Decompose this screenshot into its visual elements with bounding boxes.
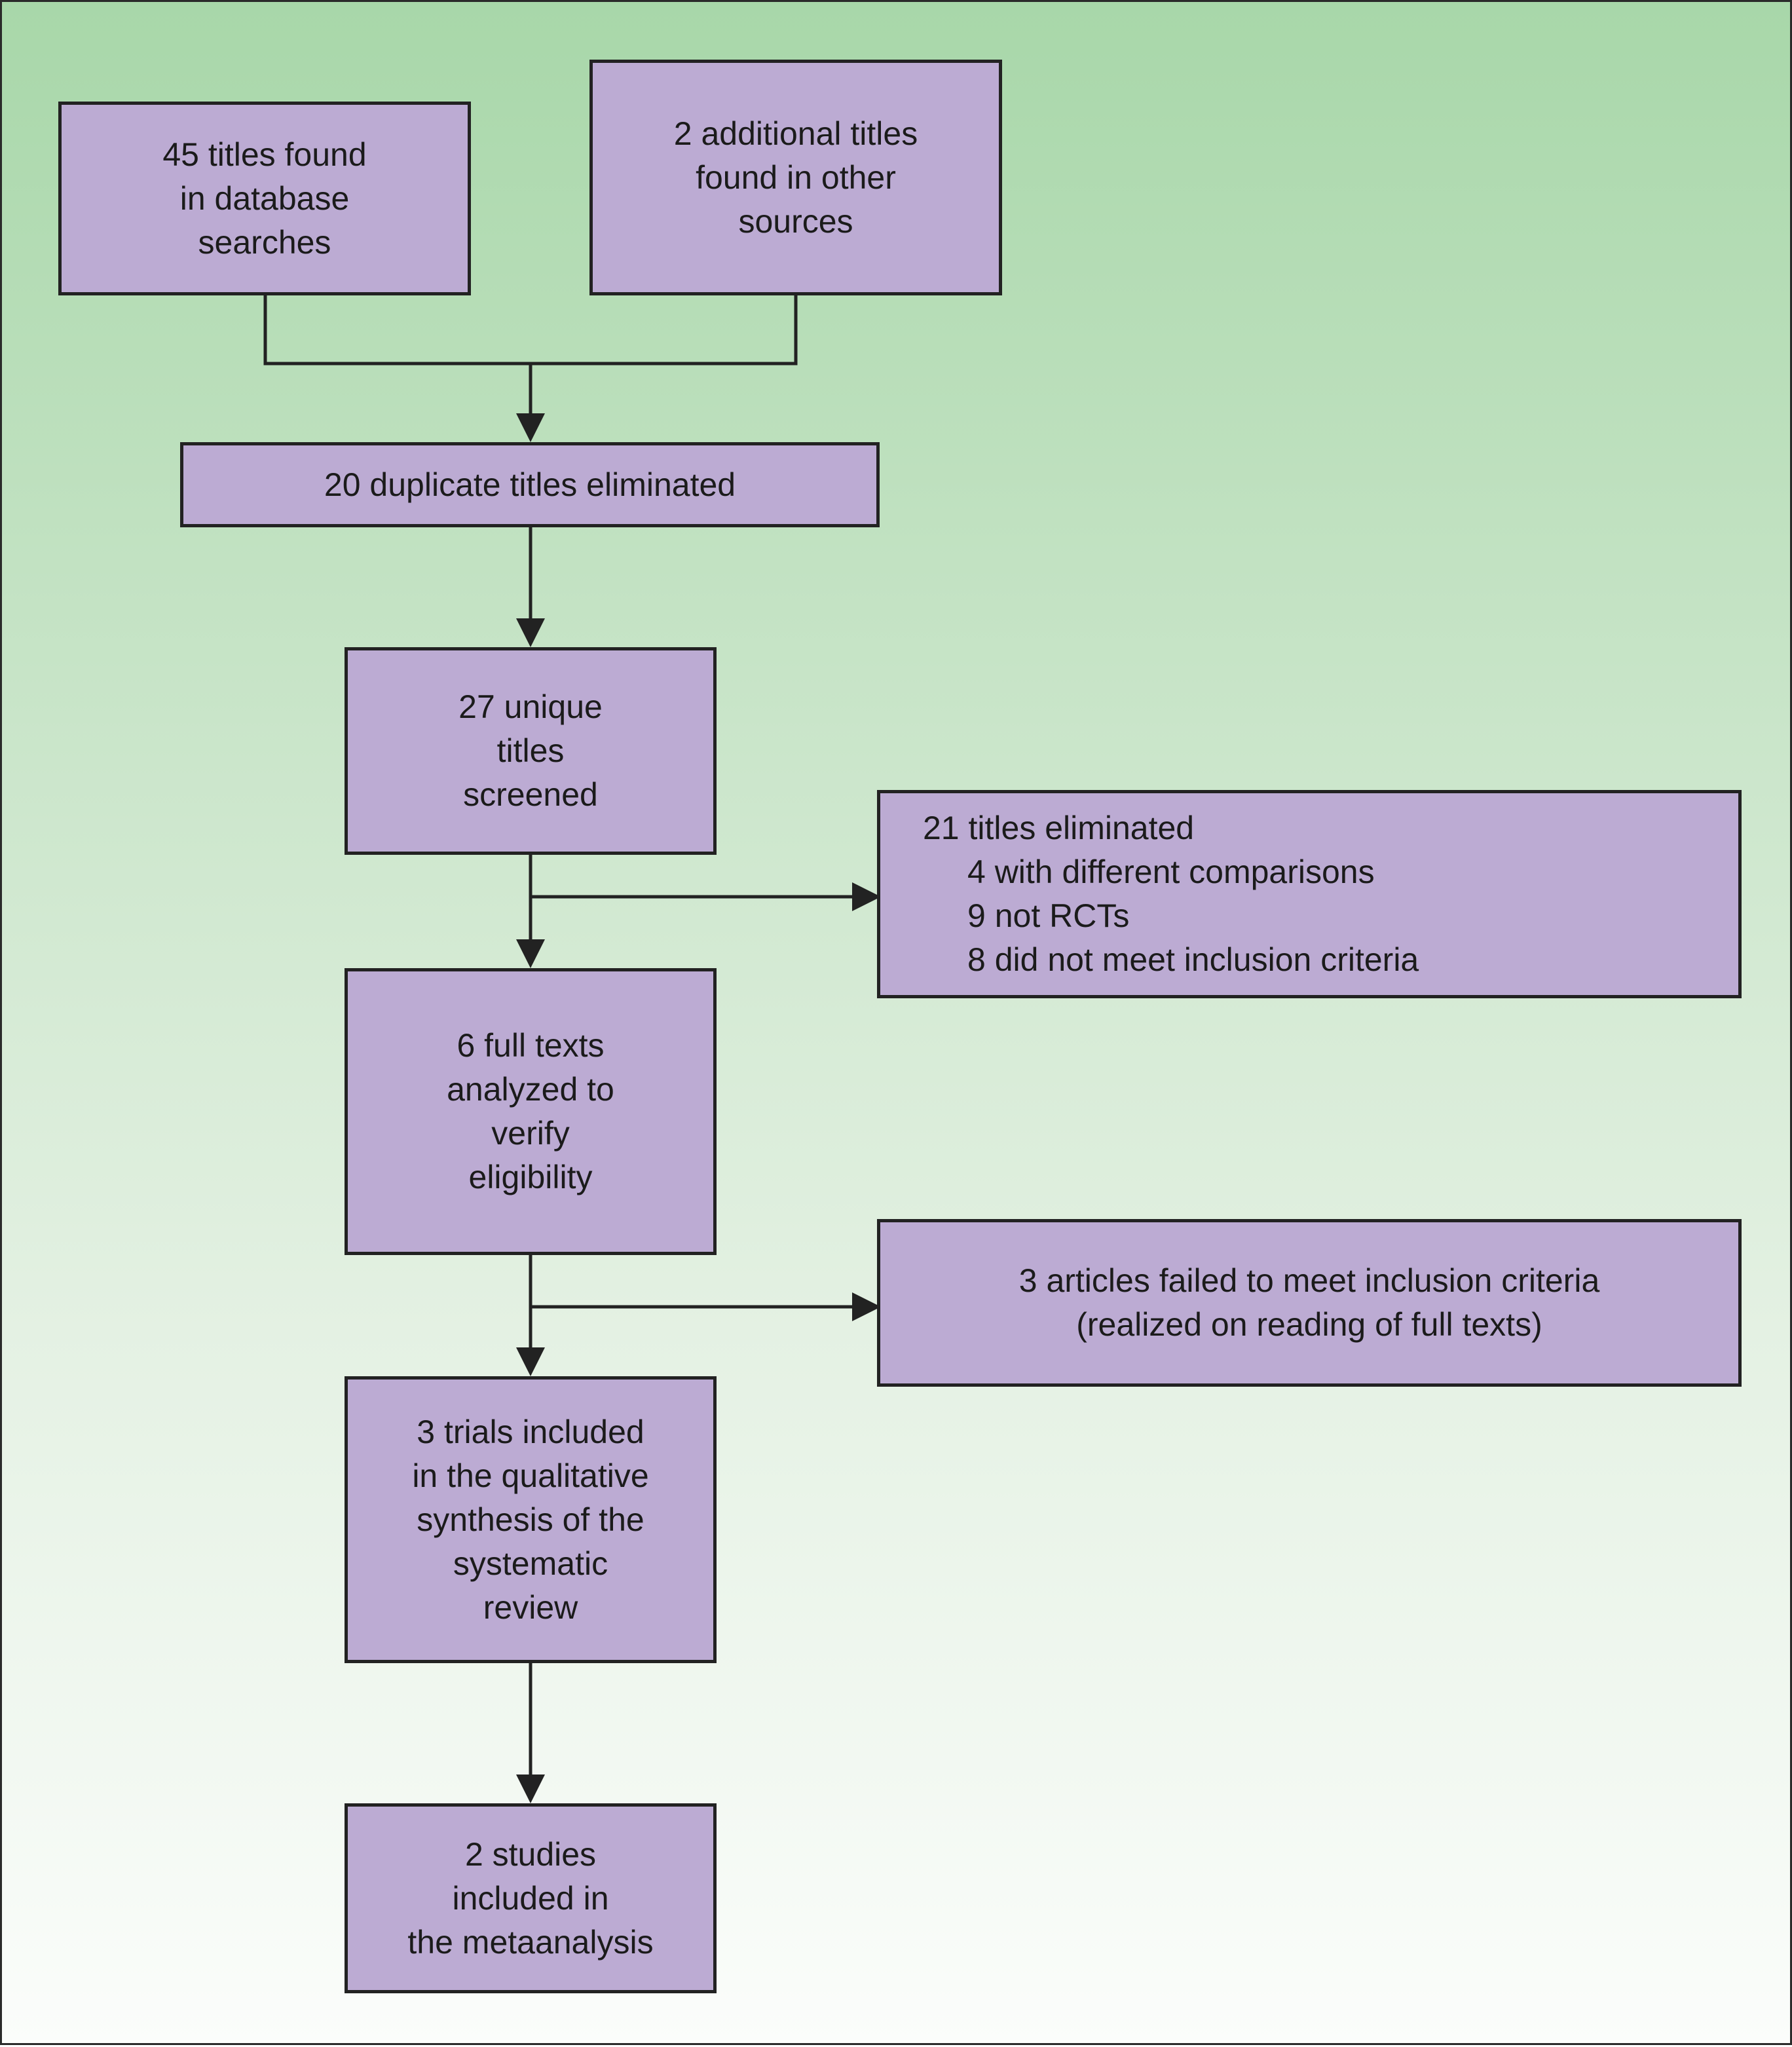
box-text: found in other (696, 159, 896, 196)
eliminated-reason: 9 not RCTs (967, 897, 1130, 934)
eliminated-heading: 21 titles eliminated (923, 810, 1195, 846)
box-text: 2 additional titles (673, 115, 918, 152)
other-sources-box: 2 additional titles found in other sourc… (589, 60, 1002, 295)
arrowhead-screened (516, 618, 545, 647)
metaanalysis-box: 2 studies included in the metaanalysis (345, 1803, 717, 1993)
box-text: included in (452, 1879, 609, 1917)
box-text: synthesis of the (417, 1501, 644, 1538)
box-text: 2 studies (464, 1835, 597, 1873)
box-text: eligibility (468, 1159, 593, 1195)
box-text: 3 trials included (417, 1413, 644, 1450)
arrowhead-eliminated (852, 882, 881, 911)
arrowhead-full-texts (516, 939, 545, 968)
failed-criteria-box: 3 articles failed to meet inclusion crit… (877, 1219, 1742, 1387)
arrowhead-qualitative (516, 1347, 545, 1376)
box-text: systematic (453, 1545, 608, 1582)
box-text: the metaanalysis (407, 1923, 654, 1961)
eliminated-box: 21 titles eliminated 4 with different co… (877, 790, 1742, 998)
arrowhead-failed (852, 1292, 881, 1321)
arrowhead-metaanalysis (516, 1775, 545, 1803)
eliminated-reason: 8 did not meet inclusion criteria (967, 941, 1419, 978)
box-text: sources (738, 202, 853, 240)
box-text: review (483, 1588, 578, 1626)
full-texts-box: 6 full texts analyzed to verify eligibil… (345, 968, 717, 1255)
box-text: searches (198, 223, 331, 261)
box-text: analyzed to (447, 1071, 614, 1108)
box-text: in the qualitative (412, 1457, 649, 1494)
screened-box: 27 unique titles screened (345, 647, 717, 855)
box-text: 3 articles failed to meet inclusion crit… (1018, 1262, 1600, 1299)
qualitative-synthesis-box: 3 trials included in the qualitative syn… (345, 1376, 717, 1663)
box-text: titles (496, 732, 565, 769)
database-search-box: 45 titles found in database searches (58, 102, 471, 295)
box-text: 27 unique (458, 688, 603, 725)
box-text: in database (179, 179, 350, 217)
box-text: (realized on reading of full texts) (1076, 1306, 1542, 1343)
box-text: verify (491, 1115, 570, 1152)
box-text: 20 duplicate titles eliminated (324, 466, 736, 503)
eliminated-reason: 4 with different comparisons (967, 854, 1375, 890)
merge-connector (263, 294, 798, 366)
box-text: 6 full texts (457, 1027, 605, 1064)
box-text: 45 titles found (162, 136, 367, 173)
duplicates-box: 20 duplicate titles eliminated (180, 442, 880, 527)
box-text: screened (463, 776, 598, 813)
arrowhead-duplicates (516, 413, 545, 442)
